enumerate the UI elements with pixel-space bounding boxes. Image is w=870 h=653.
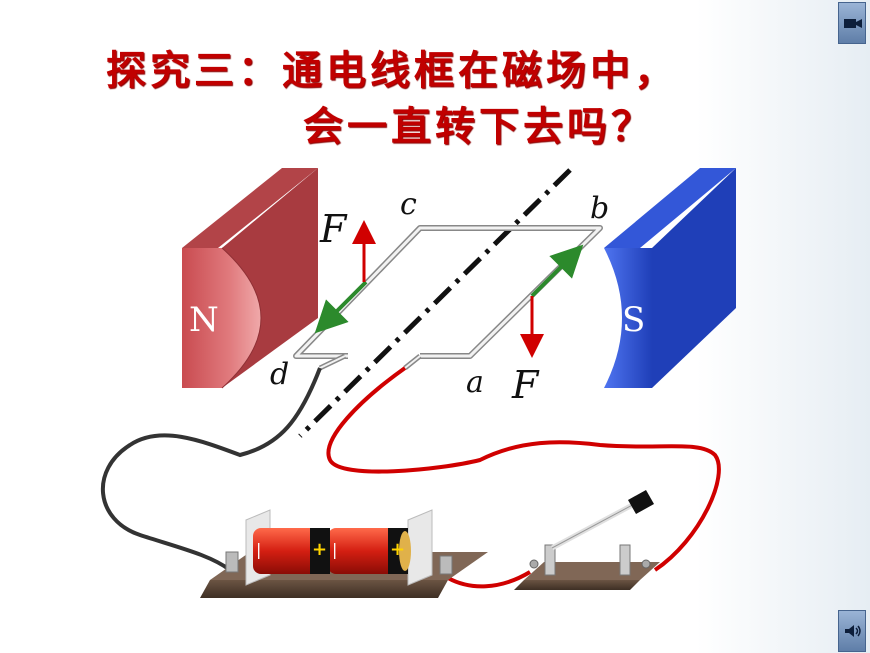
corner-label-d: d xyxy=(270,357,290,392)
title-line-2: 会一直转下去吗？ xyxy=(303,103,655,150)
current-arrow-right xyxy=(530,244,584,298)
rotation-axis xyxy=(298,168,572,438)
video-button[interactable] xyxy=(838,2,866,44)
south-magnet xyxy=(604,168,736,388)
battery-holder xyxy=(200,509,488,598)
battery-minus-1: | xyxy=(256,540,262,559)
north-magnet xyxy=(182,168,318,389)
red-wire xyxy=(326,366,721,572)
red-wire-short xyxy=(447,570,532,589)
corner-label-a: a xyxy=(466,365,484,400)
title-line-1: 探究三：通电线框在磁场中， xyxy=(106,47,678,94)
corner-label-b: b xyxy=(590,191,610,226)
corner-label-c: c xyxy=(400,187,417,222)
current-arrow-left xyxy=(314,280,368,334)
black-wire xyxy=(100,367,322,572)
speaker-icon xyxy=(845,625,861,637)
south-pole-label: S xyxy=(622,300,646,340)
video-camera-icon xyxy=(844,19,862,28)
battery-plus-1: + xyxy=(312,539,328,560)
coil-frame xyxy=(293,225,603,371)
force-label-top: F xyxy=(320,207,347,251)
battery-plus-2: + xyxy=(390,539,406,560)
knife-switch xyxy=(514,490,660,590)
force-label-bottom: F xyxy=(512,363,539,407)
audio-button[interactable] xyxy=(838,610,866,652)
north-pole-label: N xyxy=(189,300,219,340)
battery-minus-2: | xyxy=(332,540,338,559)
